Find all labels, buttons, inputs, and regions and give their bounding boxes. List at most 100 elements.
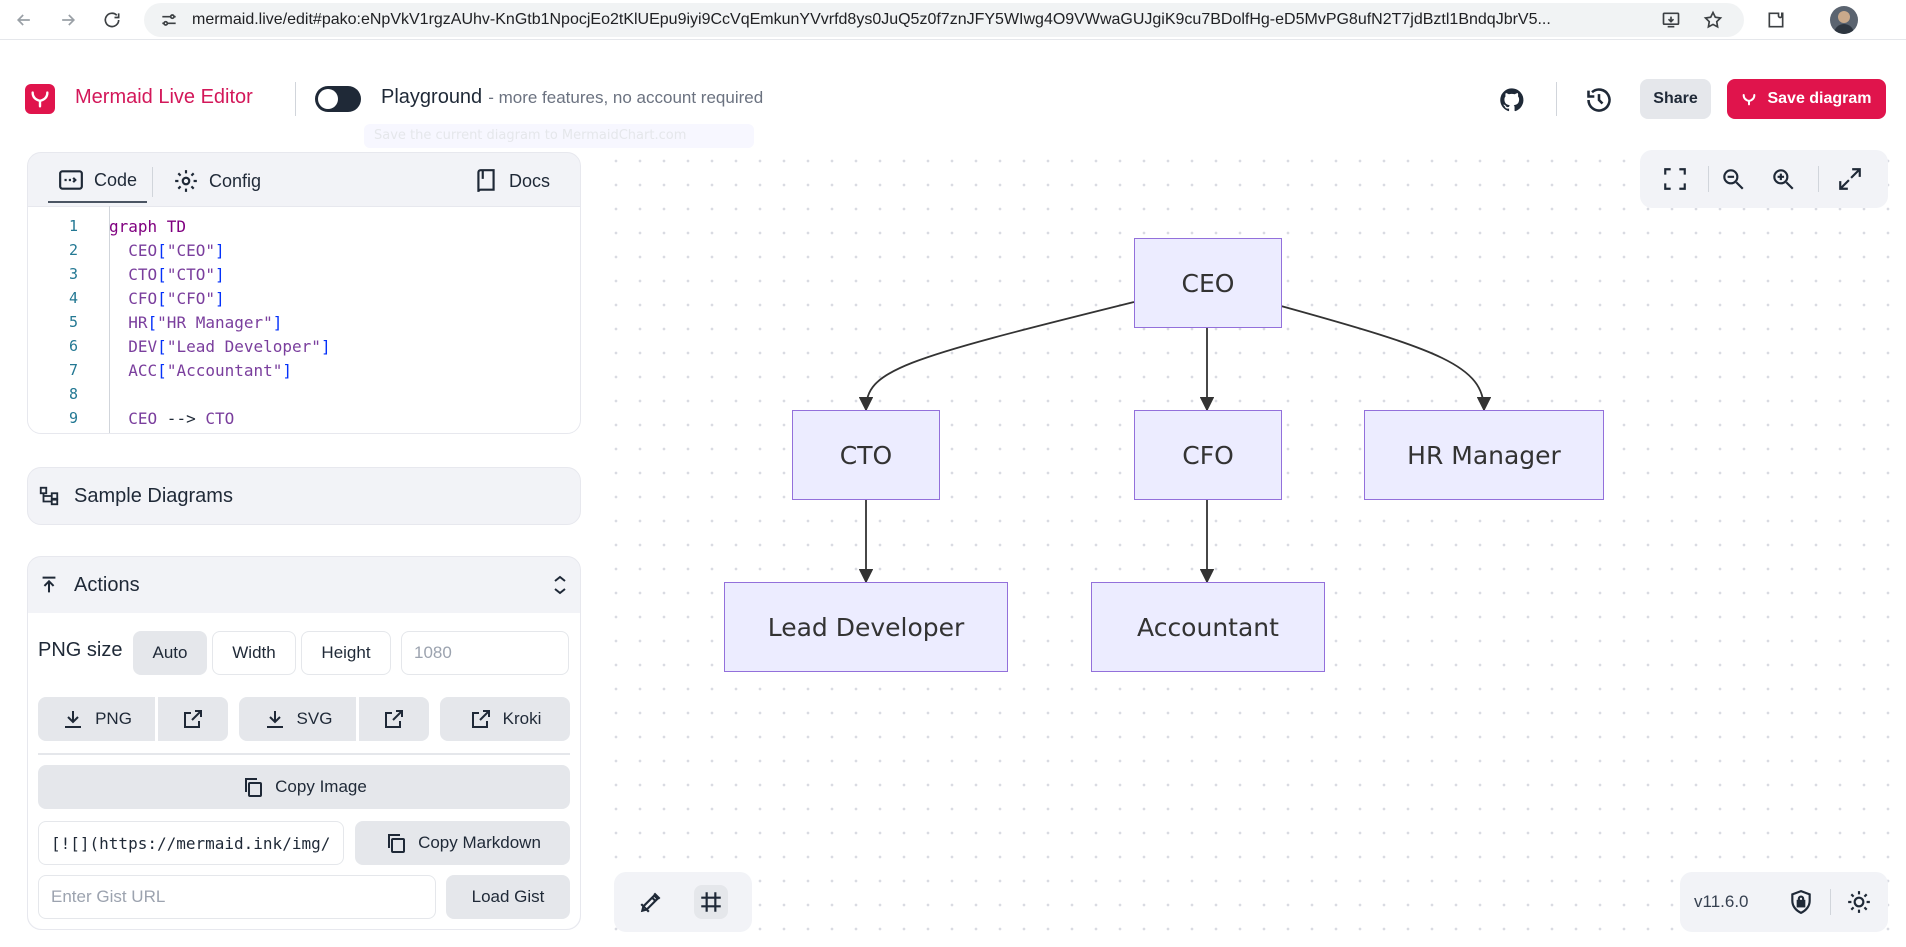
docs-link[interactable]: Docs [473,163,550,199]
node-lead-developer[interactable]: Lead Developer [724,582,1008,672]
markdown-input[interactable] [38,821,344,865]
code-token: "CFO" [166,289,215,308]
code-token: ] [214,241,225,260]
save-diagram-button[interactable]: Save diagram [1727,79,1886,119]
sample-diagrams-header[interactable]: Sample Diagrams [38,468,233,524]
bookmark-star-icon[interactable] [1702,9,1724,31]
theme-sun-icon[interactable] [1842,885,1876,919]
code-token: CTO [205,409,235,428]
back-icon[interactable] [10,6,38,34]
code-token: CEO [109,241,158,260]
code-token: [ [157,265,167,284]
png-size-input[interactable] [401,631,569,675]
code-token: [ [147,313,158,332]
code-line[interactable]: 7 ACC["Accountant"] [28,361,580,385]
code-token: ] [214,289,225,308]
code-token: ] [272,313,283,332]
install-app-icon[interactable] [1660,9,1682,31]
code-token: CEO [109,409,158,428]
node-cfo[interactable]: CFO [1134,410,1282,500]
app-title[interactable]: Mermaid Live Editor [75,86,253,108]
png-size-auto-button[interactable]: Auto [133,631,207,675]
tab-divider [152,167,153,197]
code-line[interactable]: 3 CTO["CTO"] [28,265,580,289]
line-text: CFO["CFO"] [109,289,225,308]
zoom-out-icon[interactable] [1716,162,1750,196]
code-line[interactable]: 8 [28,385,580,409]
line-text: ACC["Accountant"] [109,361,292,380]
line-number: 9 [68,409,78,427]
address-bar[interactable]: mermaid.live/edit#pako:eNpVkV1rgzAUhv-Kn… [144,3,1744,37]
code-token: --> [157,433,205,434]
png-size-width-button[interactable]: Width [212,631,296,675]
copy-markdown-button[interactable]: Copy Markdown [355,821,570,865]
mermaid-logo[interactable] [25,84,55,114]
sample-diagrams-panel[interactable]: Sample Diagrams [27,467,581,525]
code-line[interactable]: 5 HR["HR Manager"] [28,313,580,337]
view-toolbar [1640,150,1888,208]
code-line[interactable]: 6 DEV["Lead Developer"] [28,337,580,361]
toolbar-divider-2 [1818,166,1819,192]
reload-icon[interactable] [98,6,126,34]
tab-code-label: Code [94,169,138,190]
download-png-label: PNG [95,709,132,728]
node-ceo[interactable]: CEO [1134,238,1282,328]
privacy-shield-icon[interactable] [1784,885,1818,919]
copy-image-button[interactable]: Copy Image [38,765,570,809]
playground-subtitle: - more features, no account required [488,88,764,107]
playground-label: Playground- more features, no account re… [381,86,763,109]
code-line[interactable]: 9 CEO --> CTO [28,409,580,433]
external-link-icon [184,710,202,728]
png-size-height-button[interactable]: Height [301,631,391,675]
open-svg-button[interactable] [359,697,429,741]
code-token: ] [214,265,225,284]
actions-header[interactable]: Actions [38,557,140,613]
zoom-in-icon[interactable] [1766,162,1800,196]
line-text: CEO --> CTO [109,409,234,428]
line-number: 6 [68,337,78,355]
code-line[interactable]: 2 CEO["CEO"] [28,241,580,265]
history-icon[interactable] [1583,84,1615,116]
fullscreen-expand-icon[interactable] [1833,162,1867,196]
node-hr-manager[interactable]: HR Manager [1364,410,1604,500]
extensions-icon[interactable] [1762,6,1790,34]
tab-config[interactable]: Config [173,163,261,199]
code-token: CFO [109,289,158,308]
node-accountant[interactable]: Accountant [1091,582,1325,672]
canvas-tools [614,872,752,932]
code-token: [ [157,289,167,308]
status-toolbar: v11.6.0 [1680,872,1888,932]
node-cto[interactable]: CTO [792,410,940,500]
code-token: CFO [205,433,234,434]
forward-icon[interactable] [54,6,82,34]
profile-avatar[interactable] [1830,6,1858,34]
github-icon[interactable] [1496,84,1528,116]
fit-screen-icon[interactable] [1658,162,1692,196]
save-diagram-label: Save diagram [1767,90,1872,107]
load-gist-button[interactable]: Load Gist [446,875,570,919]
png-size-label: PNG size [38,639,123,661]
save-tooltip: Save the current diagram to MermaidChart… [364,124,754,148]
share-button[interactable]: Share [1640,79,1711,119]
code-line[interactable]: 10 CEO --> CFO [28,433,581,434]
playground-toggle[interactable] [315,86,361,112]
download-png-button[interactable]: PNG [38,697,155,741]
code-line[interactable]: 4 CFO["CFO"] [28,289,580,313]
code-token: --> [157,409,206,428]
code-token: "CEO" [166,241,215,260]
line-text: graph TD [109,217,186,236]
site-info-icon[interactable] [158,9,180,31]
actions-panel: Actions PNG size Auto Width Height PNG S… [27,556,581,930]
kroki-button[interactable]: Kroki [440,697,570,741]
collapse-chevron-icon[interactable] [548,573,572,597]
grid-icon[interactable] [694,885,728,919]
pan-zoom-icon[interactable] [634,885,668,919]
gist-url-input[interactable] [38,875,436,919]
open-png-button[interactable] [158,697,228,741]
download-svg-button[interactable]: SVG [239,697,356,741]
tab-code[interactable]: Code [48,163,148,203]
line-number: 5 [68,313,78,331]
